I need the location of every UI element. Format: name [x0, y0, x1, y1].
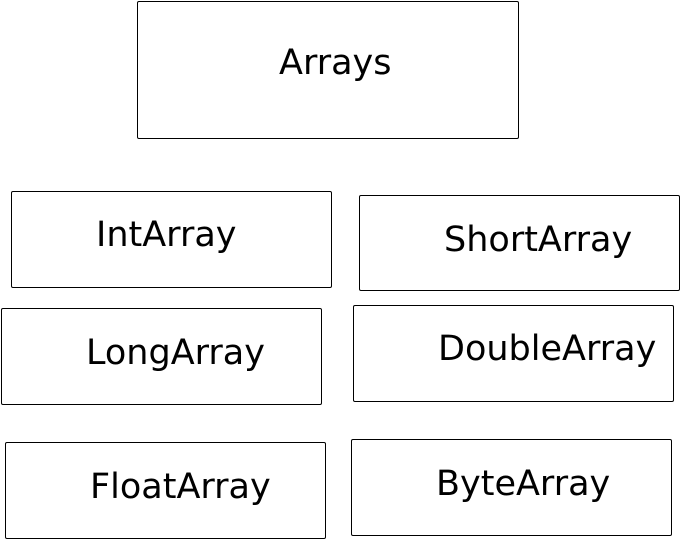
node-arrays: Arrays [137, 1, 519, 139]
node-label: DoubleArray [438, 329, 657, 369]
node-bytearray: ByteArray [351, 439, 672, 536]
node-label: ByteArray [436, 464, 611, 504]
node-label: LongArray [86, 333, 265, 373]
node-shortarray: ShortArray [359, 195, 680, 291]
node-label: FloatArray [90, 467, 271, 507]
node-label: ShortArray [444, 220, 633, 260]
node-label: IntArray [96, 215, 237, 255]
node-longarray: LongArray [1, 308, 322, 405]
node-doublearray: DoubleArray [353, 305, 674, 402]
node-floatarray: FloatArray [5, 442, 326, 539]
node-intarray: IntArray [11, 191, 332, 288]
node-label: Arrays [279, 43, 392, 83]
